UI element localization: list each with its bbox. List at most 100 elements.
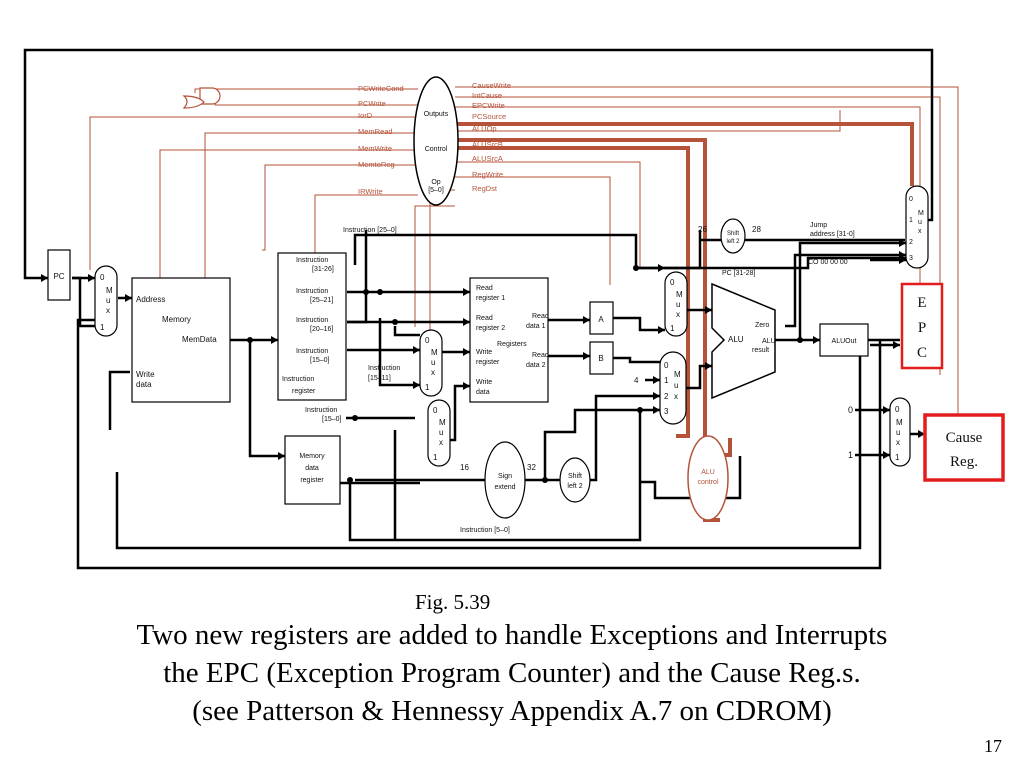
control-unit: Outputs Control Op [5–0] <box>413 76 459 206</box>
instruction-register: Instruction [31-26] Instruction [25–21] … <box>277 252 347 401</box>
jump-address-label-1: Jump <box>810 222 827 229</box>
signal-pcwritecond: PCWriteCond <box>358 84 404 93</box>
jump-address-label-2: address [31-0] <box>810 231 855 238</box>
bits-28-label: 28 <box>752 225 761 234</box>
bits-16-label: 16 <box>460 463 469 472</box>
ir-title-2: register <box>292 388 316 395</box>
read-data-1-b: data 1 <box>526 323 546 330</box>
sign-extend-label-1: Sign <box>498 473 512 480</box>
mux-letter-x: x <box>896 438 900 447</box>
mux-in-0: 0 <box>433 406 438 415</box>
ir-title-1: Instruction <box>282 376 314 383</box>
pc-register: PC <box>47 249 71 301</box>
alusrcb-mux: 0 1 2 3 M u x <box>659 351 687 425</box>
shift-left-2-lower: Shift left 2 <box>559 457 591 503</box>
regdst-mux: 0 M u x 1 <box>419 329 443 397</box>
control-right-signals: CauseWrite IntCause EPCWrite PCSource AL… <box>472 81 511 193</box>
mux-in-1: 1 <box>670 324 675 333</box>
memory-address-label: Address <box>136 295 165 304</box>
register-a-label: A <box>598 315 604 324</box>
const-4-label: 4 <box>634 376 639 385</box>
ir-field-20-16-b: [20–16] <box>310 326 333 333</box>
ir-field-31-26-a: Instruction <box>296 257 328 264</box>
mux-in-1: 1 <box>895 453 900 462</box>
signal-memtoreg: MemtoReg <box>358 160 395 169</box>
mux-letter-x: x <box>439 438 443 447</box>
memory-data-register: Memory data register <box>284 435 341 505</box>
signal-aluop: ALUOp <box>472 124 497 133</box>
ir-field-20-16-a: Instruction <box>296 317 328 324</box>
mux-in-2: 2 <box>909 239 913 246</box>
control-op-bits: [5–0] <box>428 187 444 194</box>
control-outputs-label: Outputs <box>424 111 449 118</box>
address-mux: 0 M u x 1 <box>94 265 118 337</box>
pcsource-mux: 0 1 2 3 M u x <box>905 185 929 269</box>
pc-write-gates <box>182 87 221 109</box>
read-data-2-a: Read <box>532 352 549 359</box>
signal-memwrite: MemWrite <box>358 144 392 153</box>
junction-dots <box>247 265 803 483</box>
signal-alusrca: ALUSrcA <box>472 154 503 163</box>
write-register-b: register <box>476 359 500 366</box>
register-a: A <box>589 301 614 335</box>
mux-in-3: 3 <box>664 407 669 416</box>
mux-letter-m: M <box>918 210 924 217</box>
mux-in-0: 0 <box>895 405 900 414</box>
shift-label-1: Shift <box>568 473 582 480</box>
mdr-label-1: Memory <box>299 453 325 460</box>
mux-letter-u: u <box>676 300 680 309</box>
read-register-1-b: register 1 <box>476 295 505 302</box>
write-register-a: Write <box>476 349 492 356</box>
read-data-2-b: data 2 <box>526 362 546 369</box>
cause-label-2: Reg. <box>950 454 978 470</box>
write-data-a: Write <box>476 379 492 386</box>
mux-in-1: 1 <box>100 323 105 332</box>
mux-letter-u: u <box>431 358 435 367</box>
signal-causewrite: CauseWrite <box>472 81 511 90</box>
memory-memdata-label: MemData <box>182 335 217 344</box>
ir-field-25-21-b: [25–21] <box>310 297 333 304</box>
epc-letter-c: C <box>917 345 927 361</box>
mux-letter-u: u <box>896 428 900 437</box>
memory-unit: Address Memory MemData Write data <box>131 277 231 403</box>
instr-25-0-label: Instruction [25–0] <box>343 227 397 234</box>
instr-15-11-label-2: [15–11] <box>368 375 391 382</box>
signal-epcwrite: EPCWrite <box>472 101 505 110</box>
read-register-2-a: Read <box>476 315 493 322</box>
ir-field-31-26-b: [31-26] <box>312 266 334 273</box>
write-data-b: data <box>476 389 490 396</box>
pc-31-28-label: PC [31-28] <box>722 270 756 277</box>
mux-in-3: 3 <box>909 255 913 262</box>
sign-extend: Sign extend <box>484 441 526 519</box>
signal-memread: MemRead <box>358 127 393 136</box>
signal-regdst: RegDst <box>472 184 498 193</box>
mux-in-1: 1 <box>909 217 913 224</box>
control-label: Control <box>425 146 448 153</box>
sign-extend-label-2: extend <box>494 484 515 491</box>
mux-in-1: 1 <box>664 376 669 385</box>
mux-in-1: 1 <box>433 453 438 462</box>
signal-regwrite: RegWrite <box>472 170 503 179</box>
signal-pcwrite: PCWrite <box>358 99 386 108</box>
alu-control: ALU control <box>687 435 729 521</box>
ir-bottom-2: [15–0] <box>322 416 342 423</box>
alu-label: ALU <box>728 335 744 344</box>
mux-letter-m: M <box>439 418 446 427</box>
mux-in-0: 0 <box>670 278 675 287</box>
pc-label: PC <box>53 272 64 281</box>
mux-letter-m: M <box>676 290 683 299</box>
caption-line-1: Two new registers are added to handle Ex… <box>136 619 888 651</box>
instr-5-0-label: Instruction [5–0] <box>460 527 510 534</box>
ir-field-15-0-b: [15–0] <box>310 357 330 364</box>
ir-field-15-0-a: Instruction <box>296 348 328 355</box>
cause-input-1: 1 <box>848 450 853 460</box>
alu: ALU Zero ALU result <box>711 282 776 400</box>
mux-letter-x: x <box>676 310 680 319</box>
mux-letter-x: x <box>431 368 435 377</box>
alu-control-label-1: ALU <box>701 469 715 476</box>
mdr-label-2: data <box>305 465 319 472</box>
mux-letter-m: M <box>896 418 903 427</box>
mux-letter-m: M <box>431 348 438 357</box>
mux-letter-u: u <box>918 219 922 226</box>
epc-register: E P C <box>900 282 944 370</box>
